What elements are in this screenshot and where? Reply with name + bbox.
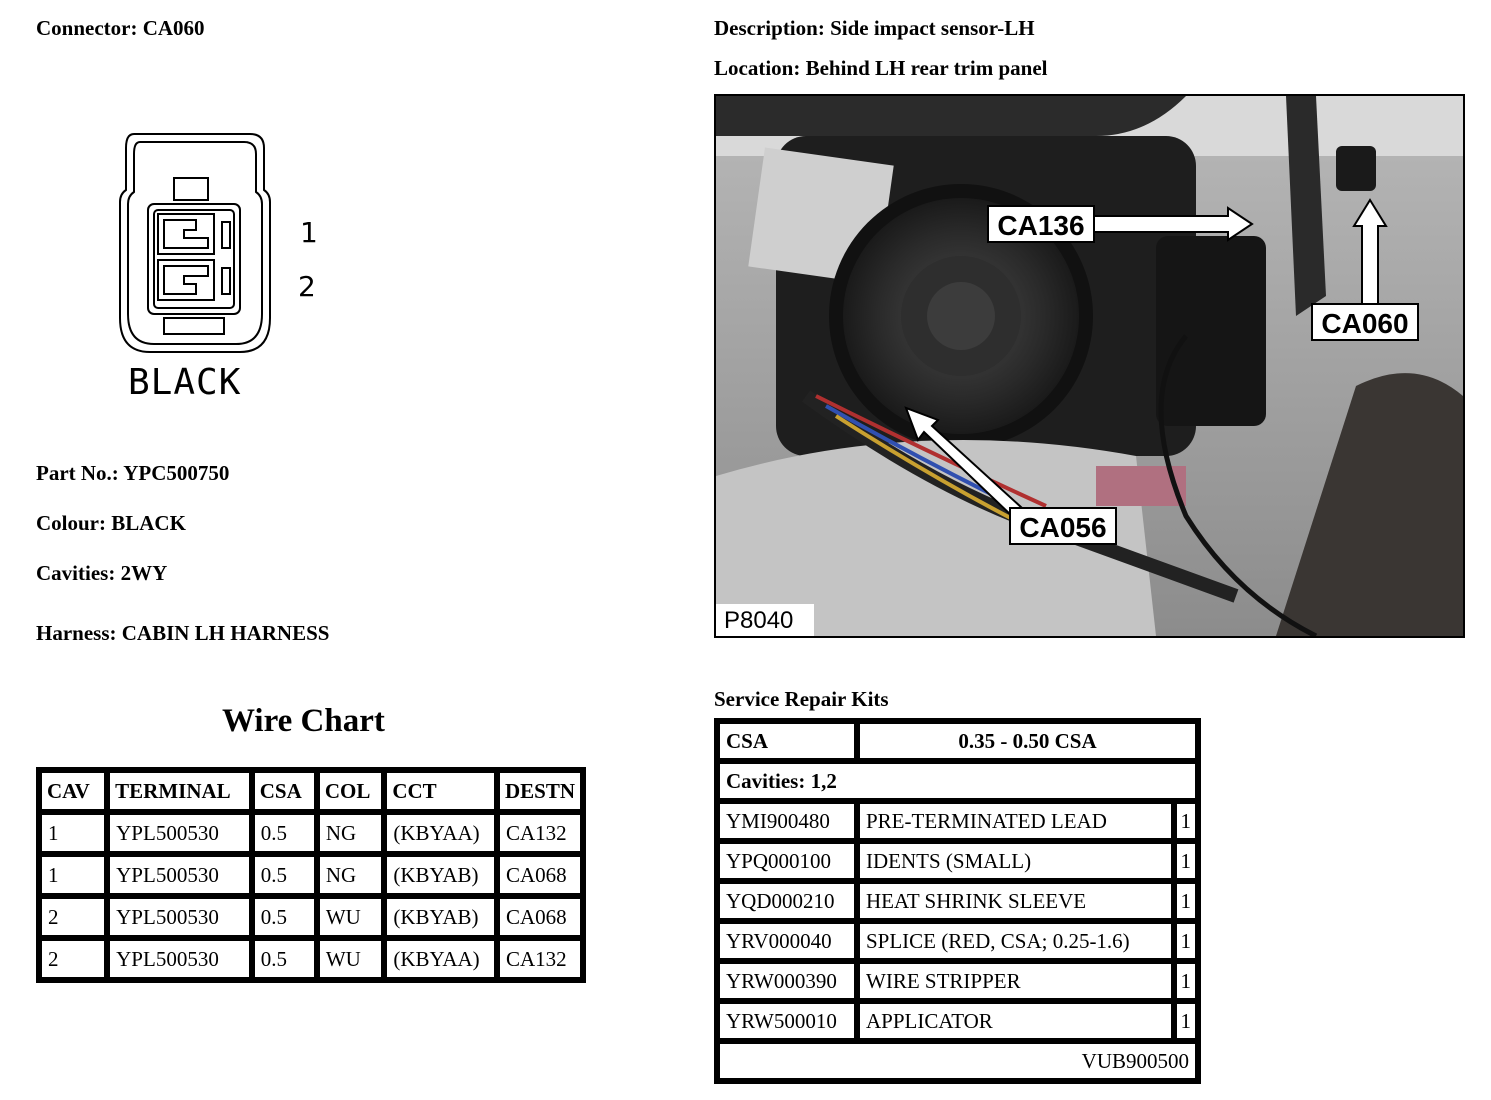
csa-label: CSA	[717, 721, 857, 761]
cell-cct: (KBYAB)	[384, 854, 497, 896]
kit-quantity: 1	[1173, 1001, 1198, 1041]
photo-id: P8040	[724, 607, 793, 634]
kit-description: APPLICATOR	[857, 1001, 1174, 1041]
cell-terminal: YPL500530	[107, 938, 252, 980]
kit-quantity: 1	[1173, 961, 1198, 1001]
part-number: Part No.: YPC500750	[36, 461, 230, 485]
kit-number: VUB900500	[717, 1041, 1198, 1081]
header-destn: DESTN	[496, 770, 583, 812]
callout-ca056: CA056	[1019, 512, 1106, 543]
header-cav: CAV	[39, 770, 108, 812]
cell-col: NG	[316, 854, 385, 896]
cell-cav: 2	[39, 938, 108, 980]
callout-ca136: CA136	[997, 210, 1084, 241]
cell-cav: 1	[39, 812, 108, 854]
cavities: Cavities: 2WY	[36, 561, 168, 585]
wire-chart-title: Wire Chart	[222, 703, 385, 739]
kit-quantity: 1	[1173, 801, 1198, 841]
cell-cct: (KBYAA)	[384, 812, 497, 854]
table-row: YRW500010 APPLICATOR 1	[717, 1001, 1198, 1041]
header-col: COL	[316, 770, 385, 812]
kit-cavities: Cavities: 1,2	[717, 761, 1198, 801]
cell-csa: 0.5	[251, 854, 317, 896]
description-label: Description: Side impact sensor-LH	[714, 16, 1035, 40]
cell-col: NG	[316, 812, 385, 854]
service-repair-kits-table: CSA 0.35 - 0.50 CSA Cavities: 1,2 YMI900…	[714, 718, 1201, 1084]
cavity-number-1: 1	[300, 216, 318, 249]
kit-description: WIRE STRIPPER	[857, 961, 1174, 1001]
kit-part-number: YRW000390	[717, 961, 857, 1001]
kit-part-number: YPQ000100	[717, 841, 857, 881]
cell-terminal: YPL500530	[107, 854, 252, 896]
table-row: 2 YPL500530 0.5 WU (KBYAB) CA068	[39, 896, 583, 938]
cell-cav: 1	[39, 854, 108, 896]
kit-description: IDENTS (SMALL)	[857, 841, 1174, 881]
cell-col: WU	[316, 938, 385, 980]
colour: Colour: BLACK	[36, 511, 186, 535]
cell-terminal: YPL500530	[107, 812, 252, 854]
kit-description: HEAT SHRINK SLEEVE	[857, 881, 1174, 921]
header-csa: CSA	[251, 770, 317, 812]
location-photo: CA136 CA060 CA056 P8040	[714, 94, 1465, 638]
cell-col: WU	[316, 896, 385, 938]
kit-quantity: 1	[1173, 841, 1198, 881]
cavity-number-2: 2	[298, 270, 316, 303]
cell-terminal: YPL500530	[107, 896, 252, 938]
kit-number-row: VUB900500	[717, 1041, 1198, 1081]
csa-value: 0.35 - 0.50 CSA	[857, 721, 1198, 761]
harness: Harness: CABIN LH HARNESS	[36, 621, 330, 645]
kit-part-number: YRV000040	[717, 921, 857, 961]
cell-csa: 0.5	[251, 938, 317, 980]
kit-quantity: 1	[1173, 881, 1198, 921]
table-row: YRV000040 SPLICE (RED, CSA; 0.25-1.6) 1	[717, 921, 1198, 961]
connector-colour-label: BLACK	[128, 362, 242, 403]
cell-cct: (KBYAA)	[384, 938, 497, 980]
table-row: YPQ000100 IDENTS (SMALL) 1	[717, 841, 1198, 881]
kit-part-number: YRW500010	[717, 1001, 857, 1041]
header-cct: CCT	[384, 770, 497, 812]
table-row: 2 YPL500530 0.5 WU (KBYAA) CA132	[39, 938, 583, 980]
cell-cav: 2	[39, 896, 108, 938]
wire-chart-table: CAV TERMINAL CSA COL CCT DESTN 1 YPL5005…	[36, 767, 586, 983]
kit-description: PRE-TERMINATED LEAD	[857, 801, 1174, 841]
header-terminal: TERMINAL	[107, 770, 252, 812]
table-row: YQD000210 HEAT SHRINK SLEEVE 1	[717, 881, 1198, 921]
kit-part-number: YMI900480	[717, 801, 857, 841]
connector-face-drawing	[119, 133, 271, 353]
cell-destn: CA068	[496, 854, 583, 896]
wire-chart-header-row: CAV TERMINAL CSA COL CCT DESTN	[39, 770, 583, 812]
table-row: 1 YPL500530 0.5 NG (KBYAA) CA132	[39, 812, 583, 854]
cell-destn: CA132	[496, 812, 583, 854]
kit-description: SPLICE (RED, CSA; 0.25-1.6)	[857, 921, 1174, 961]
location-label: Location: Behind LH rear trim panel	[714, 56, 1048, 80]
table-row: YMI900480 PRE-TERMINATED LEAD 1	[717, 801, 1198, 841]
csa-row: CSA 0.35 - 0.50 CSA	[717, 721, 1198, 761]
kit-part-number: YQD000210	[717, 881, 857, 921]
kit-quantity: 1	[1173, 921, 1198, 961]
cell-destn: CA132	[496, 938, 583, 980]
cell-csa: 0.5	[251, 812, 317, 854]
cavities-row: Cavities: 1,2	[717, 761, 1198, 801]
table-row: YRW000390 WIRE STRIPPER 1	[717, 961, 1198, 1001]
cell-csa: 0.5	[251, 896, 317, 938]
connector-label: Connector: CA060	[36, 16, 205, 40]
cell-cct: (KBYAB)	[384, 896, 497, 938]
table-row: 1 YPL500530 0.5 NG (KBYAB) CA068	[39, 854, 583, 896]
cell-destn: CA068	[496, 896, 583, 938]
service-repair-kits-title: Service Repair Kits	[714, 687, 889, 711]
callout-ca060: CA060	[1321, 308, 1408, 339]
